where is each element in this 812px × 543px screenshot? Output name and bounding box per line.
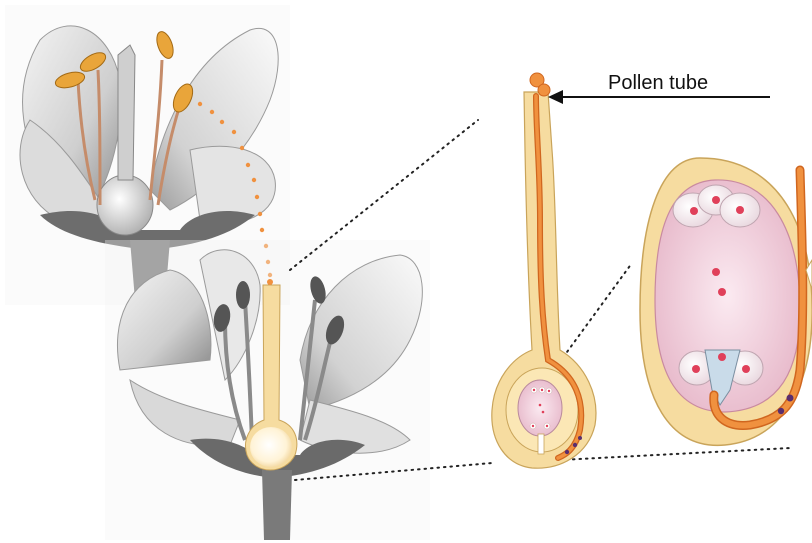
ovule-detail [640, 158, 812, 445]
flower-bottom [105, 240, 430, 540]
pistil-cross-section [492, 73, 596, 468]
pollen-tube-label: Pollen tube [608, 72, 708, 95]
